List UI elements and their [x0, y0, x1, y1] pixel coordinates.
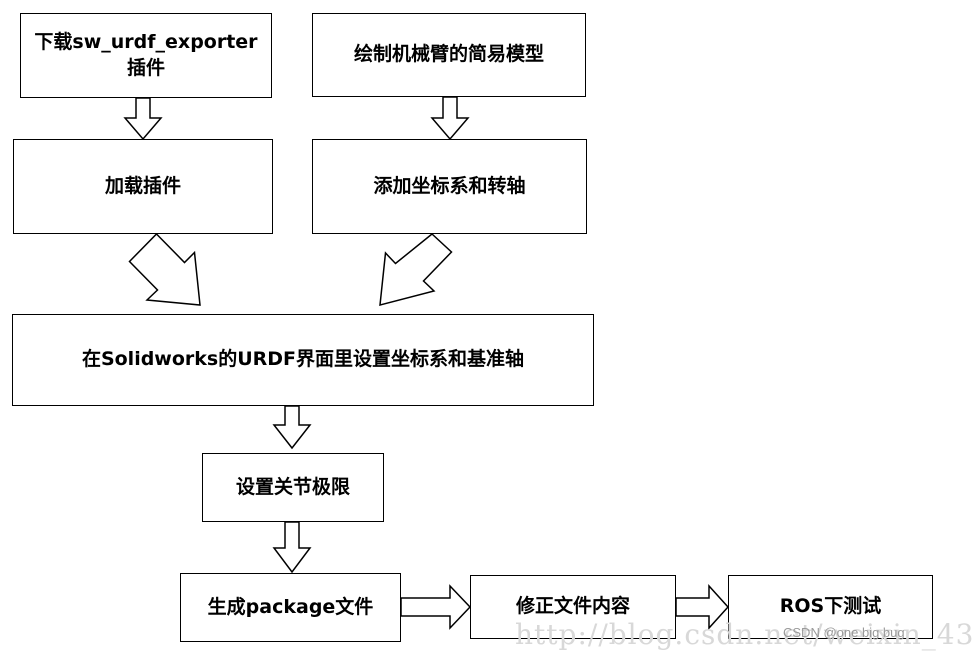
arrow-limits-to-generate: [272, 521, 312, 574]
node-fix-files: 修正文件内容: [470, 575, 676, 639]
arrow-load-to-setup: [128, 232, 201, 306]
node-add-frames: 添加坐标系和转轴: [312, 139, 587, 234]
arrows-layer: [123, 96, 730, 630]
node-download-plugin-line1: 下载sw_urdf_exporter: [34, 30, 258, 53]
arrow-fix-to-ros: [675, 584, 730, 630]
node-add-frames-label: 添加坐标系和转轴: [373, 174, 526, 197]
arrow-generate-to-fix: [400, 584, 472, 630]
watermark-credit: CSDN @one big bug: [783, 625, 905, 640]
node-setup-urdf-label: 在Solidworks的URDF界面里设置坐标系和基准轴: [81, 348, 525, 371]
node-load-plugin-label: 加载插件: [104, 174, 181, 197]
arrow-frames-to-setup: [379, 233, 453, 306]
arrow-download-to-load: [123, 97, 163, 141]
watermark-url: http://blog.csdn.net/weixin_43: [515, 618, 974, 651]
node-joint-limits: 设置关节极限: [202, 453, 384, 522]
node-generate-package-label: 生成package文件: [207, 595, 374, 618]
node-joint-limits-label: 设置关节极限: [235, 475, 350, 498]
node-ros-test: ROS下测试: [728, 575, 933, 639]
node-load-plugin: 加载插件: [13, 139, 273, 234]
arrow-setup-to-limits: [272, 405, 312, 450]
node-fix-files-label: 修正文件内容: [515, 595, 630, 618]
node-setup-urdf: 在Solidworks的URDF界面里设置坐标系和基准轴: [12, 314, 594, 406]
node-download-plugin: 下载sw_urdf_exporter 插件: [20, 13, 272, 98]
arrow-draw-to-frames: [430, 96, 470, 141]
node-download-plugin-line2: 插件: [126, 56, 165, 79]
node-generate-package: 生成package文件: [180, 573, 401, 642]
node-ros-test-label: ROS下测试: [779, 595, 882, 618]
node-draw-model-label: 绘制机械臂的简易模型: [353, 43, 544, 66]
node-draw-model: 绘制机械臂的简易模型: [312, 13, 586, 97]
